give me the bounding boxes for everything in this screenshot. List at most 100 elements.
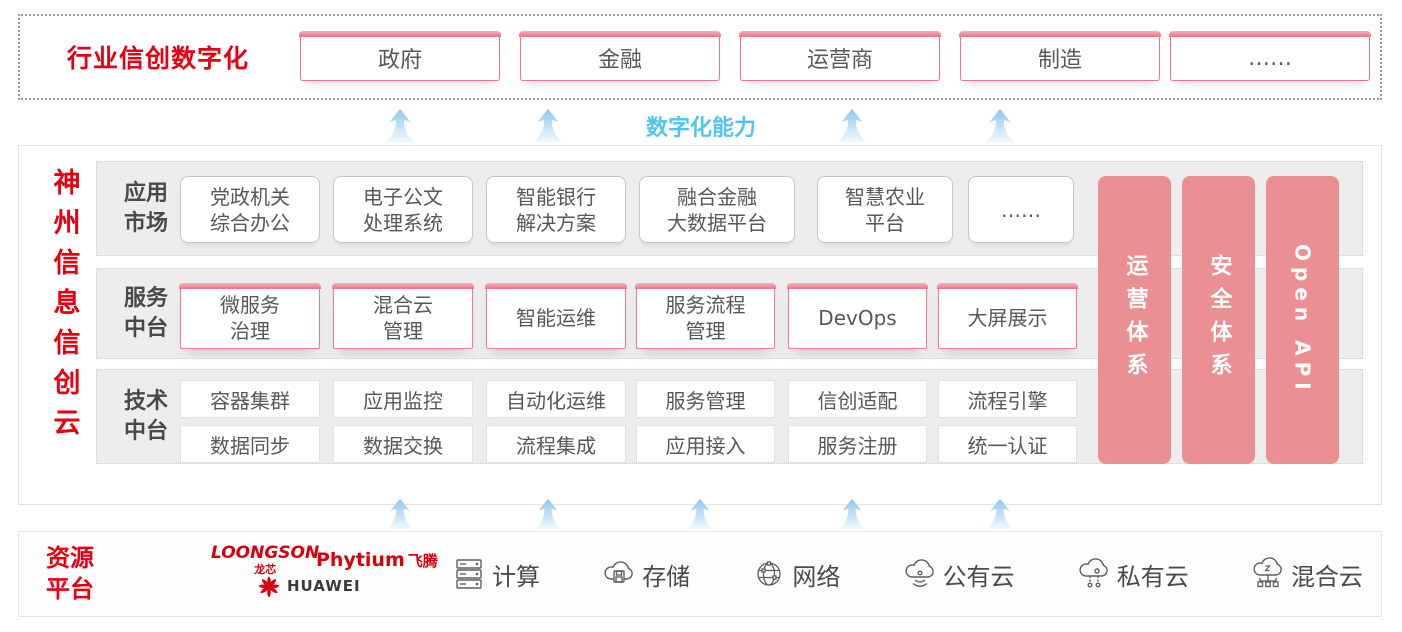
app-card-label: 智慧农业 平台: [845, 184, 925, 235]
resource-item-storage: 存储: [601, 556, 690, 592]
resource-item-label: 公有云: [942, 562, 1015, 591]
industry-chip-finance: 金融: [519, 31, 721, 81]
resource-item-compute: 计算: [451, 556, 540, 592]
huawei-logo-text: HUAWEI: [287, 577, 361, 595]
public-cloud-icon: [905, 559, 934, 587]
resource-platform-title: 资源 平台: [46, 543, 94, 603]
tech-card-container-cluster: 容器集群: [180, 380, 320, 418]
industry-chip-label: 运营商: [806, 48, 873, 73]
up-arrow-icon: [386, 498, 414, 530]
industry-banner: 行业信创数字化 政府 金融 运营商 制造 ……: [18, 14, 1382, 100]
tech-card-label: 信创适配: [817, 388, 898, 413]
tech-card-label: 应用接入: [665, 433, 746, 458]
service-card-service-process: 服务流程 管理: [635, 283, 776, 349]
up-arrow-icon: [686, 498, 714, 530]
pillar-label: 运营体系: [1122, 254, 1148, 386]
app-card-label: 融合金融 大数据平台: [667, 184, 767, 235]
industry-chip-label: 政府: [377, 48, 422, 73]
up-arrow-icon: [985, 108, 1015, 143]
industry-chip-government: 政府: [299, 31, 501, 81]
industry-chip-label: 金融: [597, 48, 642, 73]
loongson-logo: LOONGSON 龙芯: [211, 543, 319, 577]
resource-item-network: 网络: [751, 556, 840, 592]
up-arrow-icon: [838, 498, 866, 530]
tech-card-label: 数据交换: [363, 433, 443, 458]
compute-server-icon: [456, 559, 482, 589]
app-card-e-document: 电子公文 处理系统: [333, 176, 473, 243]
storage-cloud-icon: [604, 561, 633, 583]
industry-chip-more: ……: [1169, 31, 1371, 81]
tech-card-label: 服务注册: [817, 433, 898, 458]
platform-box: 神州信息信创云 应用 市场 党政机关 综合办公 电子公文 处理系统 智能银行 解…: [18, 145, 1382, 505]
app-card-party-gov-office: 党政机关 综合办公: [180, 176, 320, 243]
resource-item-label: 混合云: [1290, 562, 1363, 591]
resource-item-label: 存储: [642, 562, 691, 591]
resource-item-label: 网络: [792, 562, 841, 591]
tech-card-label: 数据同步: [210, 433, 290, 458]
pillar-security-system: 安全体系: [1182, 176, 1255, 464]
huawei-flower-icon: [258, 576, 280, 598]
platform-title: 神州信息信创云: [48, 168, 80, 448]
app-card-finance-bigdata: 融合金融 大数据平台: [639, 176, 795, 243]
tech-card-label: 容器集群: [210, 388, 290, 413]
capability-label: 数字化能力: [645, 116, 756, 141]
service-card-devops: DevOps: [787, 283, 928, 349]
service-card-label: 微服务 治理: [220, 293, 280, 343]
service-card-microservice: 微服务 治理: [179, 283, 321, 349]
resource-item-hybrid-cloud: 混合云: [1250, 556, 1363, 592]
resource-platform-box: 资源 平台 LOONGSON 龙芯 Phytium 飞腾 HUAWEI: [18, 531, 1382, 617]
tech-card-label: 统一认证: [967, 433, 1048, 458]
network-globe-icon: [757, 561, 782, 586]
tech-middle-band-label: 技术 中台: [123, 388, 168, 444]
tech-card-xinchuang-adaptation: 信创适配: [788, 380, 927, 418]
service-card-big-screen: 大屏展示: [937, 283, 1078, 349]
pillar-open-api: Open API: [1266, 176, 1339, 464]
resource-item-label: 计算: [492, 562, 540, 591]
service-middle-band-label: 服务 中台: [123, 285, 168, 341]
resource-item-public-cloud: 公有云: [902, 556, 1015, 592]
phytium-logo-text: Phytium: [316, 549, 405, 571]
huawei-logo: HUAWEI: [257, 574, 361, 598]
service-card-label: 混合云 管理: [373, 293, 433, 343]
tech-card-data-sync: 数据同步: [180, 425, 320, 463]
tech-card-label: 应用监控: [363, 388, 443, 413]
service-card-hybrid-cloud-mgmt: 混合云 管理: [332, 283, 474, 349]
loongson-logo-cn: 龙芯: [254, 563, 277, 576]
industry-chip-label: 制造: [1037, 48, 1082, 73]
app-card-smart-banking: 智能银行 解决方案: [486, 176, 626, 243]
industry-chip-manufacturing: 制造: [959, 31, 1161, 81]
phytium-logo-cn: 飞腾: [407, 552, 438, 570]
app-market-band: 应用 市场 党政机关 综合办公 电子公文 处理系统 智能银行 解决方案 融合金融…: [96, 161, 1363, 256]
tech-card-service-registry: 服务注册: [788, 425, 927, 463]
up-arrow-icon: [533, 108, 563, 143]
tech-card-label: 服务管理: [665, 388, 746, 413]
app-card-label: 智能银行 解决方案: [516, 184, 596, 235]
app-card-smart-agriculture: 智慧农业 平台: [817, 176, 953, 243]
up-arrow-icon: [837, 108, 867, 143]
app-card-label: ……: [1001, 197, 1041, 222]
tech-card-app-access: 应用接入: [636, 425, 775, 463]
tech-middle-band: 技术 中台 容器集群 应用监控 自动化运维 服务管理 信创适配 流程引擎 数据同…: [96, 369, 1363, 464]
tech-card-label: 流程集成: [516, 433, 596, 458]
tech-card-service-mgmt: 服务管理: [636, 380, 775, 418]
up-arrow-icon: [986, 498, 1014, 530]
tech-card-automated-ops: 自动化运维: [486, 380, 626, 418]
service-card-label: 智能运维: [516, 306, 596, 330]
service-middle-band: 服务 中台 微服务 治理 混合云 管理 智能运维 服务流程 管理 DevOps …: [96, 268, 1363, 359]
service-card-intelligent-ops: 智能运维: [485, 283, 627, 349]
app-card-label: 电子公文 处理系统: [363, 184, 443, 235]
hybrid-cloud-icon: [1253, 557, 1282, 588]
pillar-label: Open API: [1290, 244, 1315, 396]
tech-card-process-integration: 流程集成: [486, 425, 626, 463]
app-market-band-label: 应用 市场: [123, 180, 168, 236]
tech-card-label: 流程引擎: [967, 388, 1048, 413]
resource-item-private-cloud: 私有云: [1076, 556, 1189, 592]
resource-items: 计算 存储 网络: [451, 532, 1363, 616]
tech-card-unified-auth: 统一认证: [938, 425, 1077, 463]
tech-card-label: 自动化运维: [506, 388, 606, 413]
tech-card-process-engine: 流程引擎: [938, 380, 1077, 418]
private-cloud-icon: [1079, 558, 1108, 588]
app-card-more: ……: [968, 176, 1074, 243]
pillar-operation-system: 运营体系: [1098, 176, 1171, 464]
up-arrow-icon: [385, 108, 415, 143]
